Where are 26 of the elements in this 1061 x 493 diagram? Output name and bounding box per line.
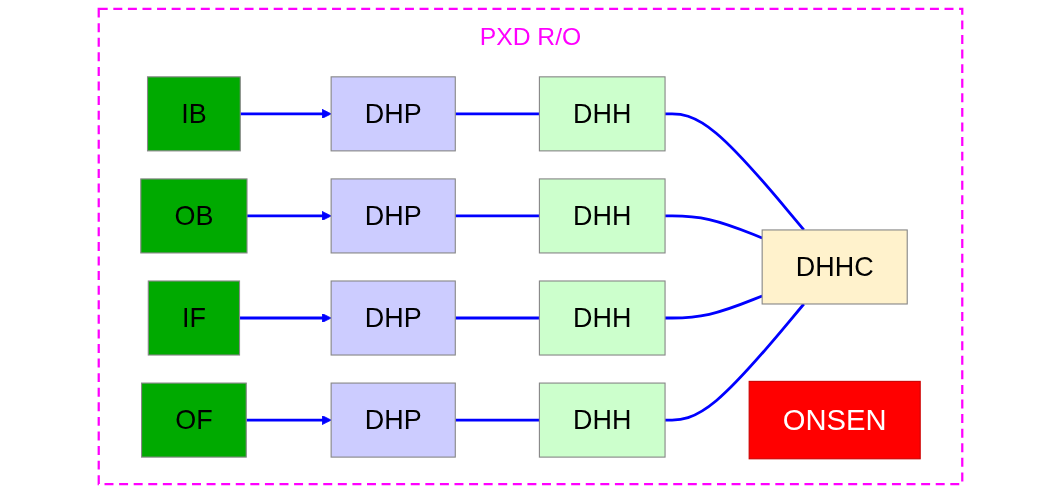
node-box: DHP <box>330 382 456 458</box>
connector <box>455 214 540 218</box>
arrow <box>247 211 332 221</box>
node-box: DHHC <box>761 229 908 305</box>
node-box: DHP <box>330 76 456 152</box>
connector <box>455 112 540 116</box>
connector <box>665 214 763 240</box>
node-box: DHH <box>538 178 666 254</box>
node-box: IB <box>146 76 241 152</box>
connector <box>665 294 763 320</box>
connector <box>665 112 805 231</box>
node-box: IF <box>147 280 241 356</box>
connector <box>455 418 540 422</box>
node-box: DHP <box>330 280 456 356</box>
arrow <box>239 313 332 323</box>
node-box: DHP <box>330 178 456 254</box>
connector <box>665 303 805 422</box>
arrow <box>246 415 332 425</box>
node-box: DHH <box>538 280 666 356</box>
node-box: DHH <box>538 382 666 458</box>
node-box: DHH <box>538 76 666 152</box>
node-box: ONSEN <box>748 380 921 460</box>
arrow <box>240 108 332 119</box>
node-box: OF <box>141 382 247 458</box>
node-box: OB <box>140 178 248 254</box>
connector <box>455 316 540 320</box>
